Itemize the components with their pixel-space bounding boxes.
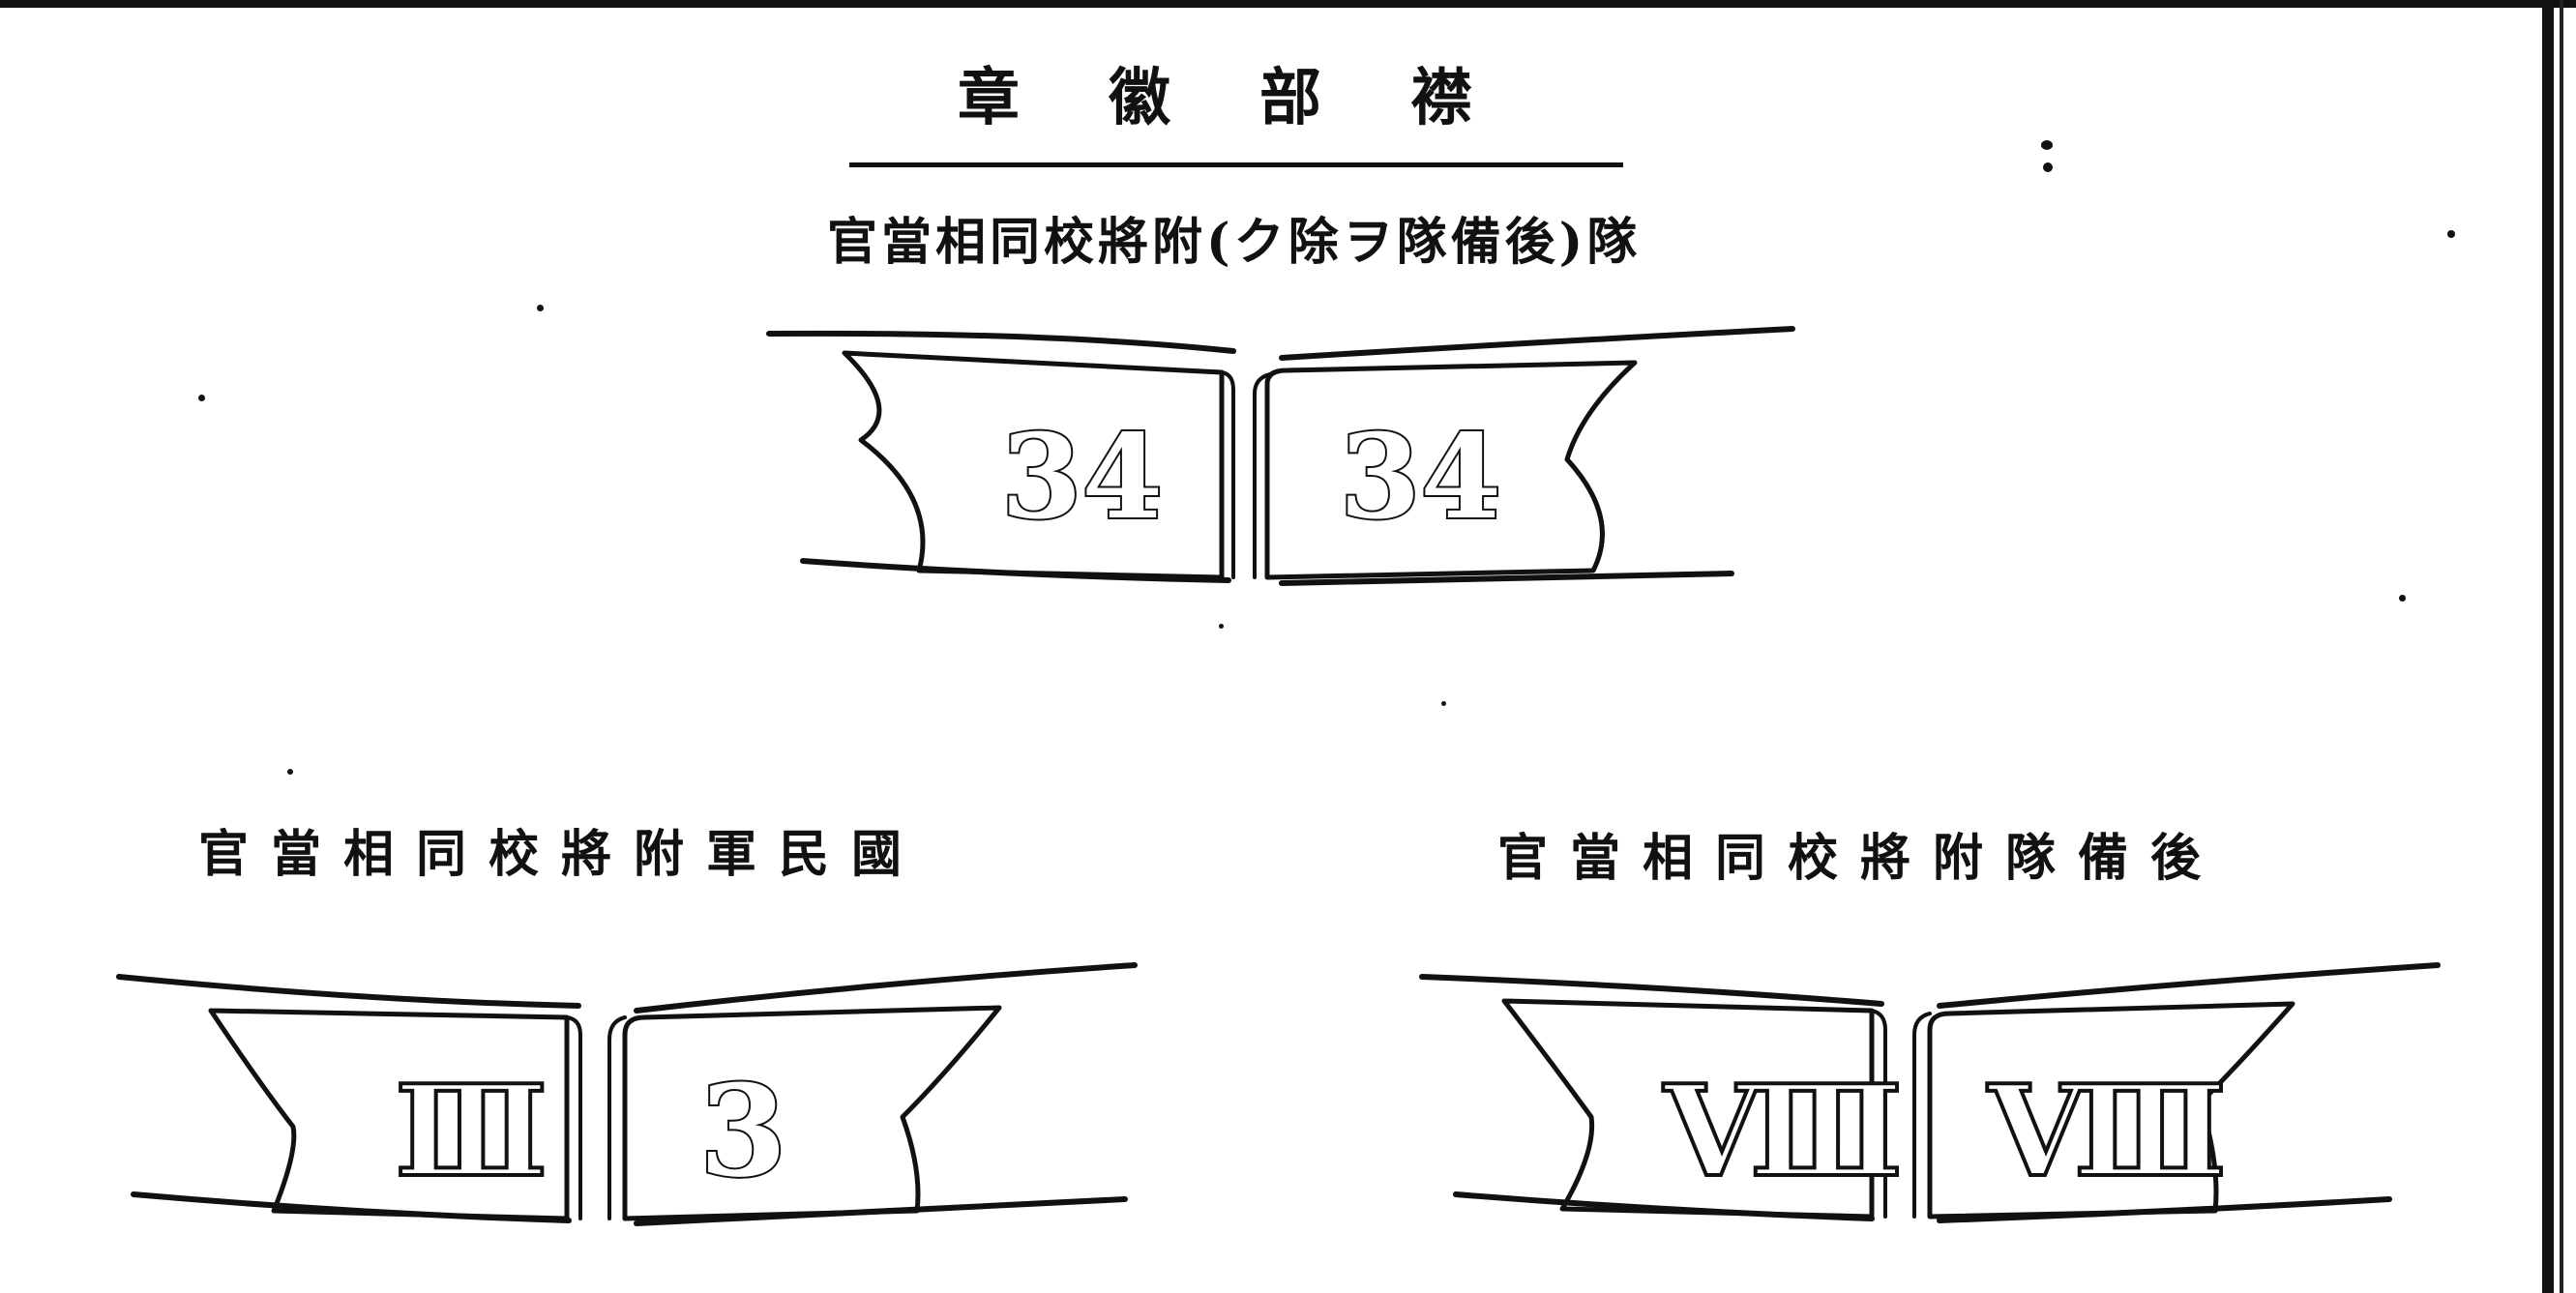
collar-patch-right	[622, 1005, 1002, 1221]
right-caption: 官當相同校將附隊備後	[1497, 829, 2224, 888]
collar-insignia-left: Ⅲ 3	[116, 962, 1138, 1226]
page-right-border	[2542, 0, 2554, 1293]
scan-speck	[1441, 701, 1446, 706]
scan-speck	[2043, 162, 2053, 172]
collar-insignia-top: 34 34	[766, 326, 1795, 586]
top-caption: 官當相同校將附(ク除ヲ隊備後)隊	[827, 213, 1642, 272]
collar-edge-top	[766, 330, 1236, 354]
collar-patch-right-inner	[1912, 1012, 1932, 1219]
collar-edge-top-right	[634, 962, 1138, 1014]
collar-patch-left-inner	[565, 1015, 582, 1220]
collar-patch-left-inner	[1870, 1009, 1887, 1219]
page-title: 章徽部襟	[958, 62, 1561, 134]
collar-edge-top	[116, 974, 581, 1009]
scan-speck	[1219, 624, 1224, 629]
title-underline	[849, 162, 1623, 167]
collar-patch-right-inner	[607, 1015, 627, 1220]
insignia-number-right: Ⅷ	[1987, 1057, 2227, 1205]
collar-patch-left	[208, 1008, 570, 1221]
scan-speck	[2447, 230, 2455, 238]
collar-patch-right	[1264, 360, 1638, 580]
scan-speck	[198, 395, 205, 401]
left-caption: 官當相同校將附軍民國	[198, 825, 925, 884]
collar-patch-left-inner	[1220, 370, 1235, 579]
insignia-number-left: Ⅷ	[1663, 1057, 1903, 1205]
insignia-number-right: 3	[699, 1057, 786, 1205]
collar-patch-right-inner	[1253, 372, 1272, 579]
scan-speck	[537, 305, 544, 311]
collar-edge-top-right	[1279, 326, 1795, 361]
scan-speck	[287, 769, 293, 775]
insignia-number-right: 34	[1340, 409, 1501, 545]
scan-speck	[2399, 595, 2406, 602]
collar-insignia-right: Ⅷ Ⅷ	[1419, 962, 2441, 1223]
scan-speck	[2041, 140, 2053, 150]
collar-patch-right	[1927, 1001, 2295, 1220]
insignia-number-left: Ⅲ	[395, 1057, 548, 1205]
page-top-border	[0, 0, 2576, 8]
collar-patch-left	[842, 350, 1225, 580]
collar-edge-top	[1419, 974, 1884, 1007]
collar-edge-bottom-right	[1279, 571, 1734, 586]
collar-edge-top-right	[1937, 962, 2441, 1009]
collar-patch-left	[1501, 998, 1875, 1220]
page-right-border-inner	[2560, 0, 2563, 1293]
insignia-number-left: 34	[1001, 409, 1163, 545]
